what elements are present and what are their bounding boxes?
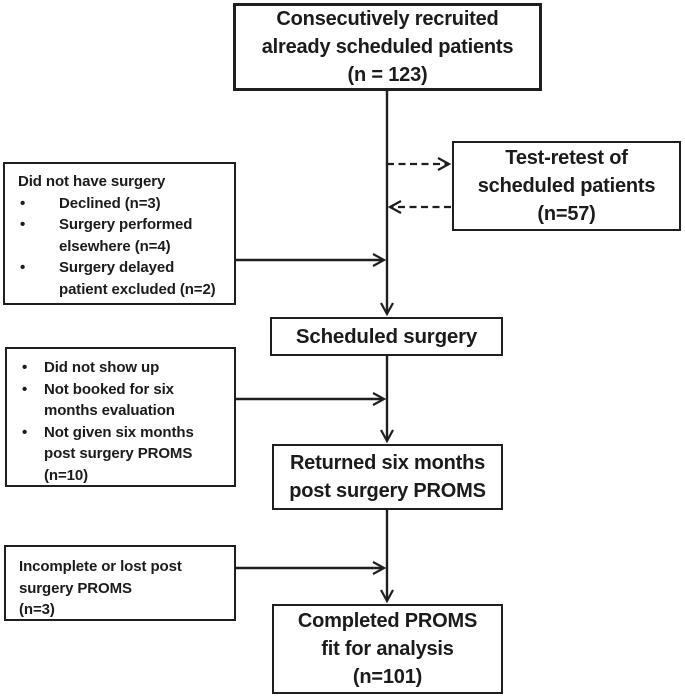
list-item: • Did not show up: [7, 357, 234, 379]
list-item-text: Not booked for six months evaluation: [44, 380, 175, 420]
box-did-not-have-surgery: Did not have surgery • Declined (n=3) • …: [3, 162, 236, 305]
bullet-marker: •: [20, 194, 26, 212]
bullet-marker: •: [20, 216, 26, 233]
list-item: • Declined (n=3): [5, 193, 234, 215]
no-surgery-reason-list: • Declined (n=3) • Surgery performed els…: [5, 193, 234, 301]
no-followup-reason-list: • Did not show up • Not booked for six m…: [7, 349, 234, 486]
box-scheduled-surgery: Scheduled surgery: [270, 317, 503, 356]
box-recruited-patients: Consecutively recruited already schedule…: [233, 3, 542, 91]
list-item-text: Did not show up: [44, 359, 160, 376]
box-recruited-count: (n = 123): [347, 64, 428, 86]
box-completed-proms-line-2: fit for analysis: [321, 638, 454, 660]
box-completed-proms: Completed PROMS fit for analysis (n=101): [272, 604, 503, 694]
bullet-marker: •: [20, 259, 26, 276]
list-item: • Not booked for six months evaluation: [7, 379, 234, 422]
box-returned-proms-line-2: post surgery PROMS: [289, 480, 486, 502]
list-item-text: Surgery performed elsewhere (n=4): [59, 216, 193, 255]
box-recruited-line-2: already scheduled patients: [261, 36, 514, 58]
bullet-marker: •: [22, 359, 28, 376]
list-item: • Not given six months post surgery PROM…: [7, 422, 234, 487]
box-completed-proms-line-1: Completed PROMS: [297, 610, 478, 632]
box-incomplete-proms-text: Incomplete or lost post surgery PROMS (n…: [19, 558, 182, 618]
box-did-not-have-surgery-header: Did not have surgery: [18, 173, 166, 190]
list-item: • Surgery performed elsewhere (n=4): [5, 214, 234, 257]
box-no-followup: • Did not show up • Not booked for six m…: [5, 347, 236, 487]
box-returned-proms-line-1: Returned six months: [289, 452, 486, 474]
bullet-marker: •: [22, 380, 28, 398]
box-scheduled-surgery-label: Scheduled surgery: [295, 324, 478, 348]
box-test-retest-count: (n=57): [537, 203, 596, 225]
box-incomplete-proms: Incomplete or lost post surgery PROMS (n…: [4, 545, 236, 621]
list-item-text: Surgery delayed patient excluded (n=2): [59, 259, 216, 298]
list-item-text: Not given six months post surgery PROMS …: [44, 423, 194, 484]
box-returned-proms: Returned six months post surgery PROMS: [272, 444, 503, 510]
box-completed-proms-count: (n=101): [352, 666, 423, 688]
list-item-text: Declined (n=3): [59, 194, 161, 212]
box-test-retest-line-2: scheduled patients: [477, 175, 656, 197]
box-recruited-line-1: Consecutively recruited: [276, 8, 499, 30]
bullet-marker: •: [22, 423, 28, 441]
list-item: • Surgery delayed patient excluded (n=2): [5, 257, 234, 300]
box-test-retest: Test-retest of scheduled patients (n=57): [452, 141, 681, 231]
box-test-retest-line-1: Test-retest of: [505, 147, 628, 169]
